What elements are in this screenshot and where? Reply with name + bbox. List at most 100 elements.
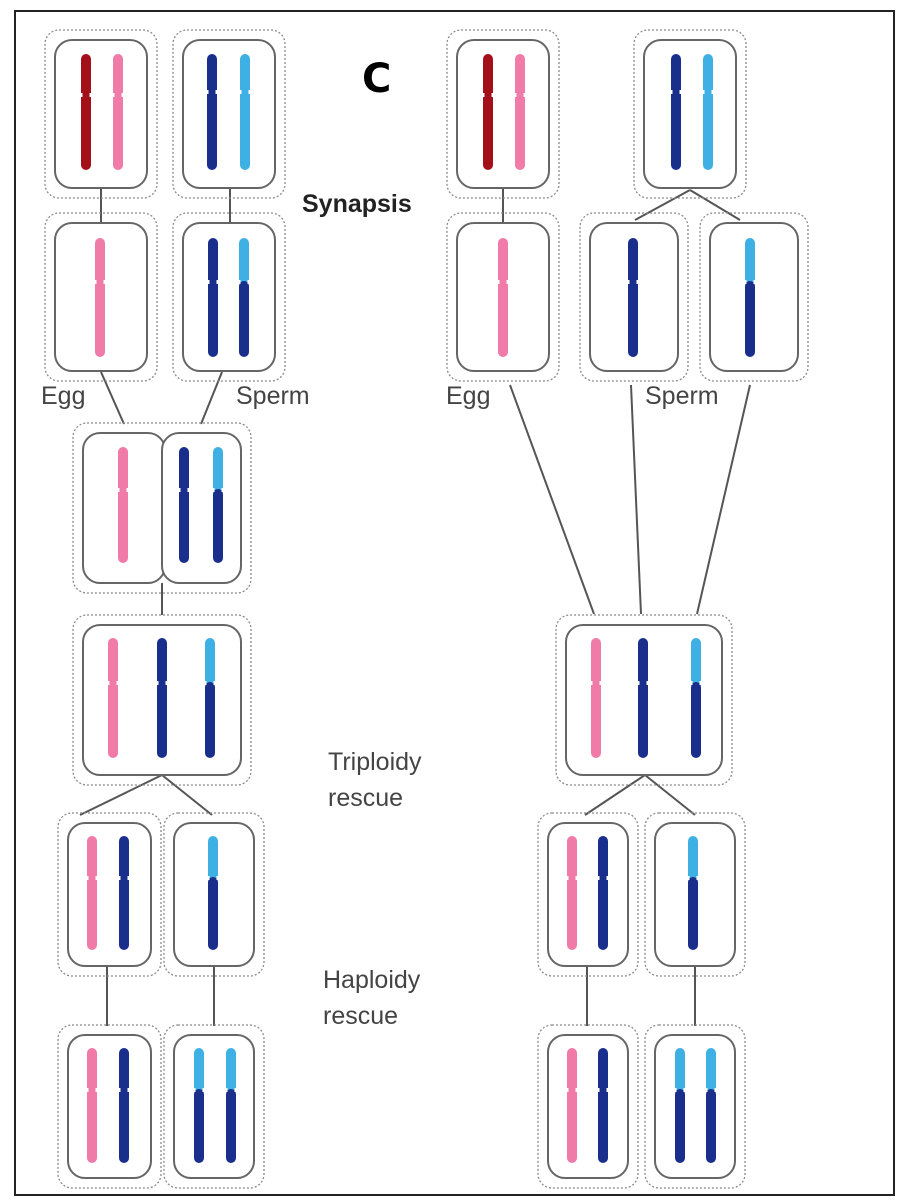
centromere-notch (80, 93, 83, 97)
connector-right-meiosis-split-a (634, 189, 691, 221)
right-egg-cell-halo (446, 212, 560, 382)
paternal-chromosome (598, 1048, 608, 1163)
right-maternal-parent-cell-halo (446, 29, 560, 199)
paternal-chromosome (638, 638, 648, 758)
centromere-notch (239, 90, 242, 94)
triploidy-rescue-label-line1: Triploidy (328, 748, 422, 776)
centromere-notch (497, 280, 500, 284)
sperm-recombinant-chromosome-short-arm (745, 238, 755, 285)
centromere-notch (247, 280, 250, 284)
left-diploid-sperm-cell-halo (172, 212, 286, 382)
centromere-notch (714, 1088, 717, 1092)
connector-right-meiosis-split-b (689, 189, 741, 221)
centromere-notch (683, 1088, 686, 1092)
paternal-dark-chromosome (207, 54, 217, 170)
centromere-notch (103, 280, 106, 284)
right-final-isodisomic-cell (654, 1034, 736, 1179)
centromere-notch (225, 1088, 228, 1092)
egg-chromosome (498, 238, 508, 357)
centromere-notch (238, 280, 241, 284)
sperm-recombinant-chromosome-long-arm (745, 281, 755, 357)
paternal-light-chromosome (240, 54, 250, 170)
centromere-notch (646, 681, 649, 685)
centromere-notch (590, 681, 593, 685)
centromere-notch (127, 876, 130, 880)
connector-right-sperm1-to-zygote (630, 384, 642, 615)
centromere-notch (204, 681, 207, 685)
centromere-notch (690, 681, 693, 685)
left-maternal-parent-cell (54, 39, 148, 189)
centromere-notch (606, 876, 609, 880)
centromere-notch (575, 876, 578, 880)
centromere-notch (566, 876, 569, 880)
paternal-recombinant-chromosome-short-arm (675, 1048, 685, 1093)
centromere-notch (696, 876, 699, 880)
centromere-notch (95, 1088, 98, 1092)
centromere-notch (234, 1088, 237, 1092)
centromere-notch (597, 1088, 600, 1092)
sperm-recombinant-chromosome-long-arm (213, 489, 223, 563)
centromere-notch (491, 93, 494, 97)
sperm-label-left: Sperm (236, 382, 310, 410)
right-maternal-parent-cell (456, 39, 550, 189)
centromere-notch (597, 876, 600, 880)
paternal-chromosome (157, 638, 167, 758)
paternal-recombinant-chromosome-short-arm (205, 638, 215, 686)
left-paternal-parent-cell-halo (172, 29, 286, 199)
centromere-notch (523, 93, 526, 97)
centromere-notch (566, 1088, 569, 1092)
centromere-notch (112, 93, 115, 97)
connector-right-triploid-split-a (584, 774, 646, 816)
paternal-recombinant-chromosome-long-arm (706, 1089, 716, 1163)
paternal-recombinant-chromosome-long-arm (688, 877, 698, 950)
maternal-chromosome (591, 638, 601, 758)
centromere-notch (637, 681, 640, 685)
centromere-notch (699, 681, 702, 685)
right-final-diploid-cell (547, 1034, 629, 1179)
paternal-chromosome (119, 836, 129, 950)
figure-frame (14, 10, 895, 1196)
centromere-notch (212, 488, 215, 492)
sperm-recombinant-chromosome-short-arm (239, 238, 249, 285)
left-final-isodisomic-cell (173, 1034, 255, 1179)
maternal-chromosome (567, 836, 577, 950)
centromere-notch (121, 93, 124, 97)
right-rescued-diploid-cell-halo (537, 812, 639, 977)
centromere-notch (178, 488, 181, 492)
centromere-notch (248, 90, 251, 94)
paternal-chromosome (119, 1048, 129, 1163)
centromere-notch (207, 876, 210, 880)
egg-label-right: Egg (446, 382, 491, 410)
panel-letter: C (362, 56, 392, 102)
paternal-recombinant-chromosome-long-arm (208, 877, 218, 950)
centromere-notch (636, 280, 639, 284)
connector-left-sperm-to-zygote (200, 371, 223, 425)
sperm-label-right: Sperm (645, 382, 719, 410)
sperm-chromosome (179, 447, 189, 563)
centromere-notch (670, 90, 673, 94)
connector-left-triploid-split-a (79, 774, 163, 816)
paternal-light-chromosome (703, 54, 713, 170)
centromere-notch (216, 876, 219, 880)
egg-label-left: Egg (41, 382, 86, 410)
paternal-recombinant-chromosome-short-arm (194, 1048, 204, 1093)
left-rescued-haploid-cell-halo (163, 812, 265, 977)
centromere-notch (107, 681, 110, 685)
centromere-notch (95, 876, 98, 880)
connector-right-triploid-split-b (644, 774, 696, 816)
centromere-notch (575, 1088, 578, 1092)
triploidy-rescue-label-line2: rescue (328, 784, 404, 812)
centromere-notch (679, 90, 682, 94)
paternal-recombinant-chromosome-long-arm (205, 682, 215, 758)
centromere-notch (94, 280, 97, 284)
paternal-recombinant-chromosome-short-arm (208, 836, 218, 881)
centromere-notch (86, 876, 89, 880)
centromere-notch (702, 90, 705, 94)
centromere-notch (116, 681, 119, 685)
centromere-notch (606, 1088, 609, 1092)
left-final-diploid-cell (67, 1034, 152, 1179)
right-final-diploid-cell-halo (537, 1024, 639, 1189)
right-sperm-cell-2-halo (699, 212, 809, 382)
paternal-recombinant-chromosome-long-arm (691, 682, 701, 758)
